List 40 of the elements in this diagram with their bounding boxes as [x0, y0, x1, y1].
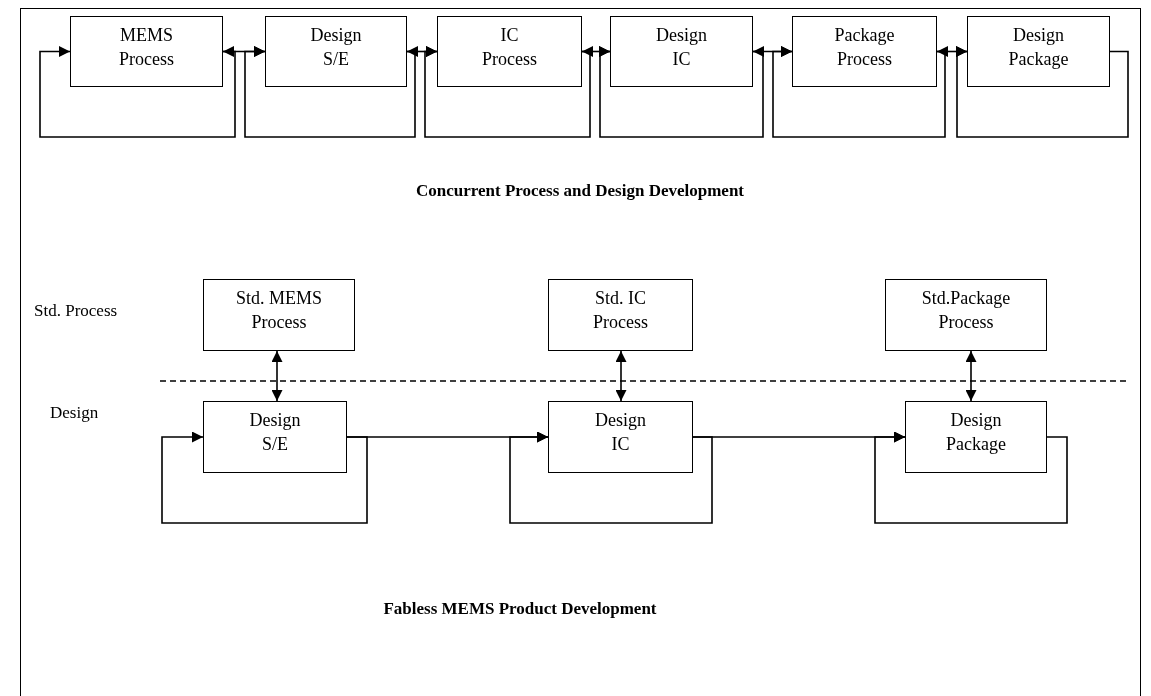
process-box [885, 279, 1047, 351]
box-label: Package Process [833, 24, 896, 71]
process-box [610, 16, 753, 87]
arrow [39, 46, 236, 138]
process-box [203, 279, 355, 351]
box-label: IC Process [481, 24, 538, 71]
arrow [772, 46, 946, 138]
process-box [548, 401, 693, 473]
arrow [965, 350, 977, 402]
process-box [203, 401, 347, 473]
box-label: Std.Package Process [920, 287, 1012, 334]
box-label: Design IC [655, 24, 708, 71]
process-box [437, 16, 582, 87]
lane-label: Design [50, 402, 100, 424]
arrow [615, 350, 627, 402]
process-box [967, 16, 1110, 87]
arrow [244, 46, 416, 138]
arrow [509, 431, 713, 524]
box-label: Design S/E [309, 24, 363, 71]
arrow [599, 46, 764, 138]
arrow [874, 431, 1068, 524]
process-box [70, 16, 223, 87]
box-label: Std. MEMS Process [235, 287, 323, 334]
lane-label: Std. Process [34, 300, 119, 322]
process-box [792, 16, 937, 87]
box-label: MEMS Process [118, 24, 175, 71]
section-caption: Fabless MEMS Product Development [382, 598, 658, 620]
box-label: Design S/E [248, 409, 302, 456]
process-box [265, 16, 407, 87]
section-caption: Concurrent Process and Design Development [415, 180, 745, 202]
arrow [161, 431, 368, 524]
process-box [905, 401, 1047, 473]
box-label: Design Package [1007, 24, 1070, 71]
arrow [956, 46, 1129, 138]
box-label: Std. IC Process [592, 287, 649, 334]
arrow [424, 46, 591, 138]
arrow [271, 350, 283, 402]
box-label: Design Package [945, 409, 1007, 456]
box-label: Design IC [594, 409, 647, 456]
process-box [548, 279, 693, 351]
